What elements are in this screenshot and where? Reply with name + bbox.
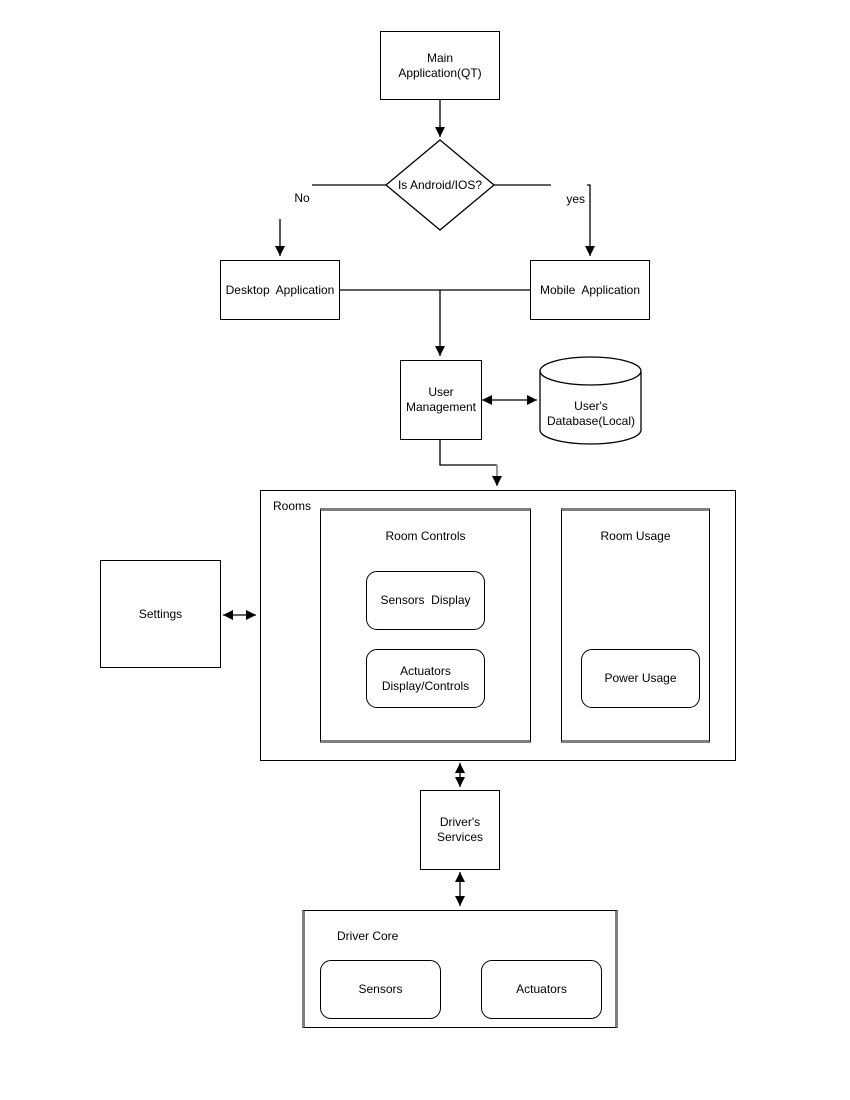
decision-text: Is Android/IOS? [397,177,483,192]
desktop-application-node: Desktop Application [220,260,340,320]
drivers-services-node: Driver's Services [420,790,500,870]
sensors-display-node: Sensors Display [366,571,485,630]
main-application-node: Main Application(QT) [380,31,500,100]
actuators-node: Actuators [481,960,602,1019]
user-management-node: User Management [400,360,482,440]
edge-label-no: No [279,177,312,219]
decision-label: Is Android/IOS? [386,140,494,230]
rooms-title: Rooms [273,499,312,513]
settings-node: Settings [100,560,221,668]
users-database-label: User's Database(Local) [537,392,645,436]
mobile-application-node: Mobile Application [530,260,650,320]
edge-label-yes: yes [551,178,588,220]
edge-decision-yes-to-mobile [494,184,595,256]
sensors-node: Sensors [320,960,441,1019]
drivers-services-label: Driver's Services [436,815,483,844]
actuators-display-controls-label: Actuators Display/Controls [381,663,470,693]
database-cylinder-rim [539,370,642,386]
actuators-display-controls-node: Actuators Display/Controls [366,649,485,708]
actuators-label: Actuators [516,982,567,996]
database-cylinder-shape [539,356,642,445]
room-controls-container: Room Controls [320,508,531,743]
room-usage-title: Room Usage [600,529,671,543]
power-usage-label: Power Usage [604,671,677,685]
edge-user-management-to-rooms-a [439,440,497,466]
settings-label: Settings [138,606,183,621]
sensors-label: Sensors [358,982,403,996]
driver-core-container: Driver Core [302,910,618,1028]
decision-diamond-shape [384,139,496,231]
desktop-application-label: Desktop Application [225,282,335,297]
main-application-label: Main Application(QT) [398,50,482,80]
mobile-application-label: Mobile Application [539,282,641,297]
rooms-container: Rooms [260,490,736,761]
user-management-label: User Management [405,385,477,414]
driver-core-title: Driver Core [337,929,399,943]
users-database-text: User's Database(Local) [546,399,636,428]
room-usage-container: Room Usage [561,508,710,743]
power-usage-node: Power Usage [581,649,700,708]
sensors-display-label: Sensors Display [380,593,471,607]
room-controls-title: Room Controls [385,529,466,543]
